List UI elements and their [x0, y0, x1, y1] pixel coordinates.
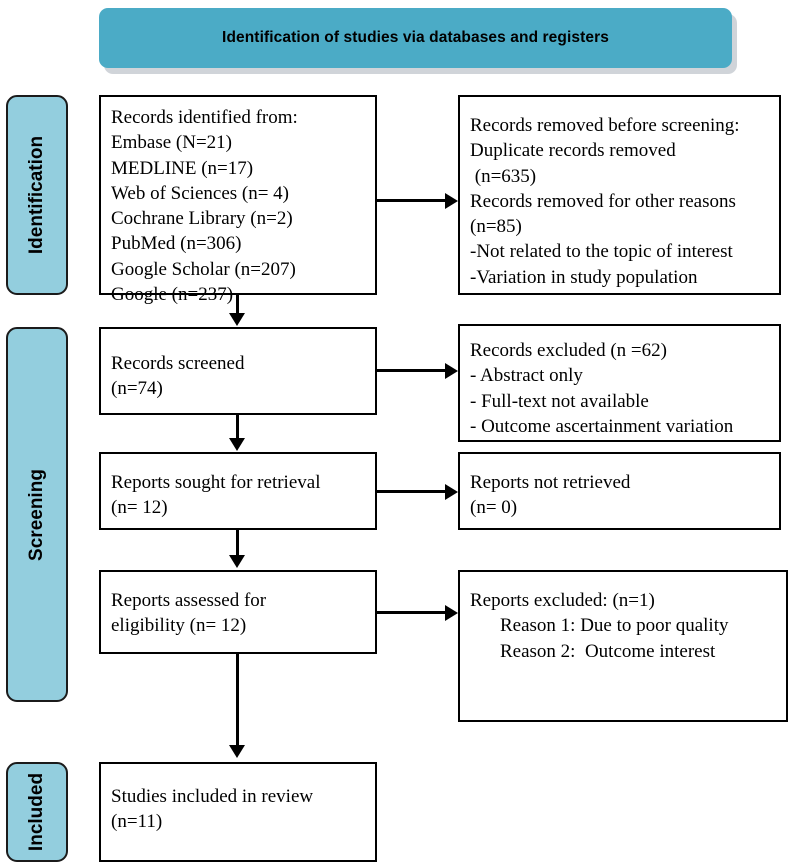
- text-line: (n= 0): [470, 497, 518, 519]
- text-line: MEDLINE (n=17): [111, 157, 254, 179]
- text-line: Records removed for other reasons: [470, 190, 736, 212]
- text-line: Reason 1: Due to poor quality: [500, 615, 729, 637]
- box-records-removed-before-screening: Records removed before screening: Duplic…: [458, 95, 781, 295]
- text-line: Reports sought for retrieval: [111, 472, 321, 493]
- text-line: PubMed (n=306): [111, 233, 242, 255]
- box-reports-sought-for-retrieval: Reports sought for retrieval (n= 12): [99, 452, 377, 530]
- text-line: Records excluded (n =62): [470, 340, 667, 361]
- box-studies-included-in-review: Studies included in review (n=11): [99, 762, 377, 862]
- text-line: Reports excluded: (n=1): [470, 590, 655, 611]
- text-line: (n=635): [470, 165, 537, 187]
- text-line: Embase (N=21): [111, 132, 232, 154]
- banner-title: Identification of studies via databases …: [222, 29, 609, 46]
- box-reports-excluded: Reports excluded: (n=1) Reason 1: Due to…: [458, 570, 788, 722]
- text-line: Records identified from:: [111, 107, 298, 128]
- text-line: Reports not retrieved: [470, 472, 631, 493]
- text-line: Cochrane Library (n=2): [111, 208, 293, 230]
- text-line: - Full-text not available: [470, 390, 649, 412]
- stage-label-screening: Screening: [6, 327, 68, 702]
- stage-included-text: Included: [26, 772, 47, 852]
- box-records-screened: Records screened (n=74): [99, 327, 377, 415]
- text-line: eligibility (n= 12): [111, 615, 247, 637]
- box-records-excluded: Records excluded (n =62) - Abstract only…: [458, 324, 781, 442]
- text-line: (n=74): [111, 378, 163, 400]
- text-line: Reports assessed for: [111, 590, 267, 611]
- text-line: Reason 2: Outcome interest: [500, 640, 716, 662]
- text-line: -Variation in study population: [470, 266, 698, 288]
- box-records-identified: Records identified from: Embase (N=21) M…: [99, 95, 377, 305]
- text-line: Records removed before screening:: [470, 115, 740, 136]
- text-line: (n=11): [111, 811, 163, 833]
- text-line: Records screened: [111, 353, 245, 374]
- text-line: -Not related to the topic of interest: [470, 241, 733, 263]
- text-line: Duplicate records removed: [470, 140, 676, 162]
- text-line: - Outcome ascertainment variation: [470, 415, 734, 437]
- text-line: (n= 12): [111, 497, 168, 519]
- banner-identification-header: Identification of studies via databases …: [99, 8, 732, 68]
- text-line: (n=85): [470, 216, 522, 238]
- stage-label-included: Included: [6, 762, 68, 862]
- stage-identification-text: Identification: [26, 135, 48, 255]
- text-line: Google (n=237): [111, 283, 234, 305]
- text-line: Web of Sciences (n= 4): [111, 182, 290, 204]
- box-reports-assessed-for-eligibility: Reports assessed for eligibility (n= 12): [99, 570, 377, 654]
- text-line: - Abstract only: [470, 365, 583, 387]
- stage-screening-text: Screening: [26, 468, 47, 561]
- stage-label-identification: Identification: [6, 95, 68, 295]
- box-reports-not-retrieved: Reports not retrieved (n= 0): [458, 452, 781, 530]
- text-line: Google Scholar (n=207): [111, 258, 296, 280]
- text-line: Studies included in review: [111, 786, 314, 807]
